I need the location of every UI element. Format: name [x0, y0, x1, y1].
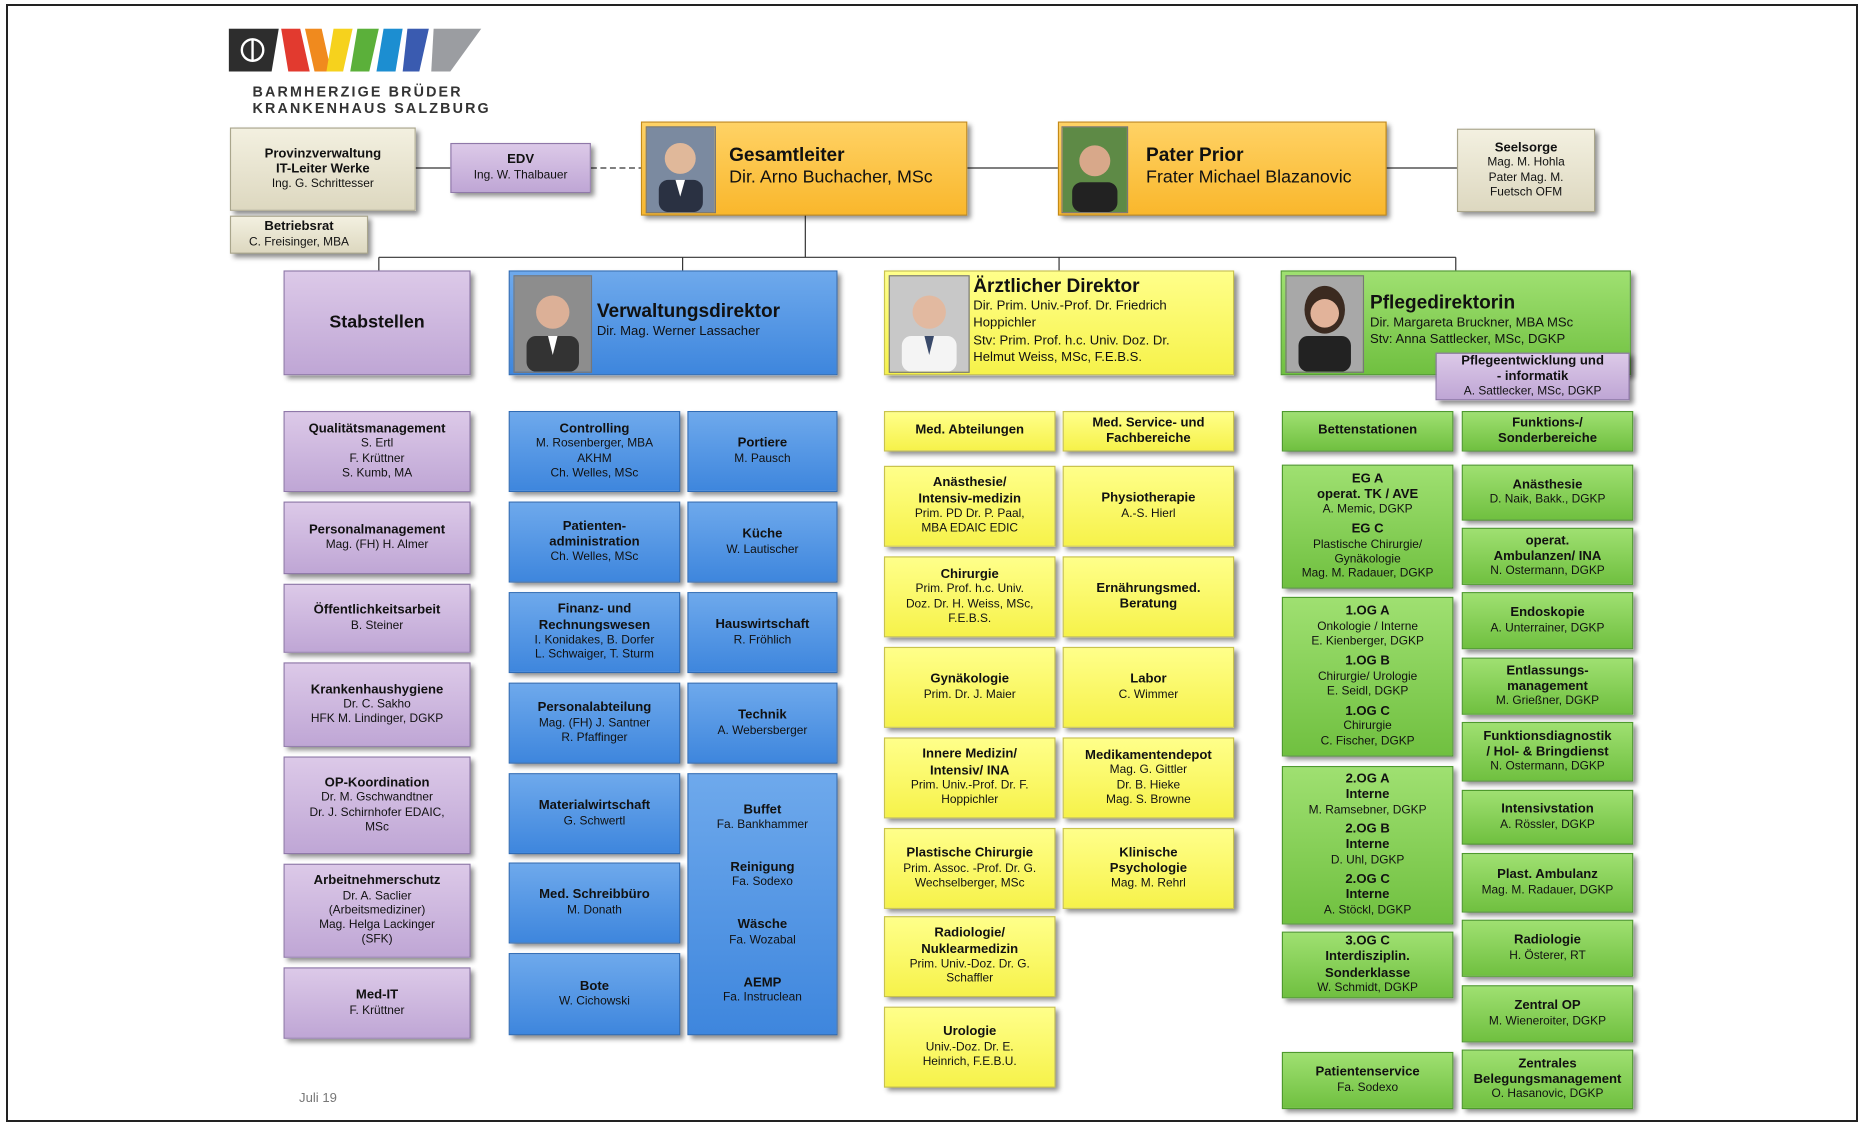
stabstellen-box[interactable]: Stabstellen: [283, 270, 471, 376]
logo-stripe-grey: [431, 28, 482, 72]
pflege-box[interactable]: Funktions-/ Sonderbereiche: [1461, 410, 1634, 452]
logo-stripe-green: [350, 28, 379, 72]
logo-stripe-darkblue: [402, 28, 429, 72]
logo-text-line2: KRANKENHAUS SALZBURG: [252, 100, 491, 117]
aerztlicher-direktor-title: Ärztlicher Direktor: [973, 276, 1140, 297]
betriebsrat-sub: C. Freisinger, MBA: [249, 235, 349, 249]
seelsorge-box[interactable]: Seelsorge Mag. M. Hohla Pater Mag. M. Fu…: [1456, 128, 1596, 213]
pater-prior-photo: [1061, 126, 1129, 214]
aerztlich-box[interactable]: Med. Abteilungen: [883, 410, 1056, 452]
edv-title: EDV: [507, 152, 535, 168]
betriebsrat-box[interactable]: Betriebsrat C. Freisinger, MBA: [229, 215, 369, 254]
gesamtleiter-photo: [645, 126, 716, 214]
pflegedirektorin-title: Pflegedirektorin: [1369, 293, 1516, 314]
pflegedirektorin-photo: [1285, 275, 1365, 373]
verwaltungsdirektor-photo: [513, 275, 593, 373]
verwaltungsdirektor-title: Verwaltungsdirektor: [596, 301, 781, 322]
provinzverwaltung-sub: Ing. G. Schrittesser: [271, 177, 374, 191]
page-frame: [6, 4, 1858, 1122]
betriebsrat-title: Betriebsrat: [264, 219, 334, 234]
seelsorge-title: Seelsorge: [1494, 140, 1558, 155]
logo-stripe-yellow: [326, 28, 353, 72]
seelsorge-sub: Mag. M. Hohla Pater Mag. M. Fuetsch OFM: [1487, 156, 1565, 199]
provinzverwaltung-title: Provinzverwaltung IT-Leiter Werke: [264, 145, 382, 177]
verwaltungsdirektor-sub: Dir. Mag. Werner Lassacher: [596, 324, 760, 339]
logo-text-line1: BARMHERZIGE BRÜDER: [252, 83, 463, 101]
gesamtleiter-sub: Dir. Arno Buchacher, MSc: [729, 166, 933, 188]
logo-stripe-orange: [304, 28, 332, 72]
logo-stripe-red: [281, 28, 310, 72]
edv-sub: Ing. W. Thalbauer: [473, 168, 568, 182]
gesamtleiter-title: Gesamtleiter: [729, 145, 845, 166]
pater-prior-title: Pater Prior: [1146, 145, 1244, 166]
logo: [228, 28, 485, 120]
footer-date: Juli 19: [299, 1091, 337, 1106]
aerztlicher-direktor-photo: [888, 275, 970, 373]
stabstellen-title: Stabstellen: [329, 311, 425, 333]
logo-emblem: [228, 28, 279, 72]
provinzverwaltung-box[interactable]: Provinzverwaltung IT-Leiter Werke Ing. G…: [229, 127, 416, 211]
pflegeentwicklung-box[interactable]: Pflegeentwicklung und - informatik A. Sa…: [1435, 352, 1630, 401]
pflegeentwicklung-title: Pflegeentwicklung und - informatik: [1461, 353, 1604, 384]
pflegeentwicklung-sub: A. Sattlecker, MSc, DGKP: [1463, 385, 1602, 399]
pater-prior-sub: Frater Michael Blazanovic: [1146, 166, 1352, 188]
pflegedirektorin-sub: Dir. Margareta Bruckner, MBA MSc Stv: An…: [1369, 315, 1574, 348]
pflege-box[interactable]: Funktionsdiagnostik / Hol- & Bringdienst…: [1461, 721, 1634, 782]
pflege-box[interactable]: Bettenstationen: [1281, 410, 1454, 452]
aerztlich-box[interactable]: Ernährungsmed. Beratung: [1062, 556, 1235, 638]
logo-stripe-blue: [376, 28, 403, 72]
aerztlicher-direktor-sub: Dir. Prim. Univ.-Prof. Dr. Friedrich Hop…: [973, 299, 1170, 365]
aerztlich-box[interactable]: Med. Service- und Fachbereiche: [1062, 410, 1235, 452]
edv-box[interactable]: EDV Ing. W. Thalbauer: [450, 142, 591, 193]
